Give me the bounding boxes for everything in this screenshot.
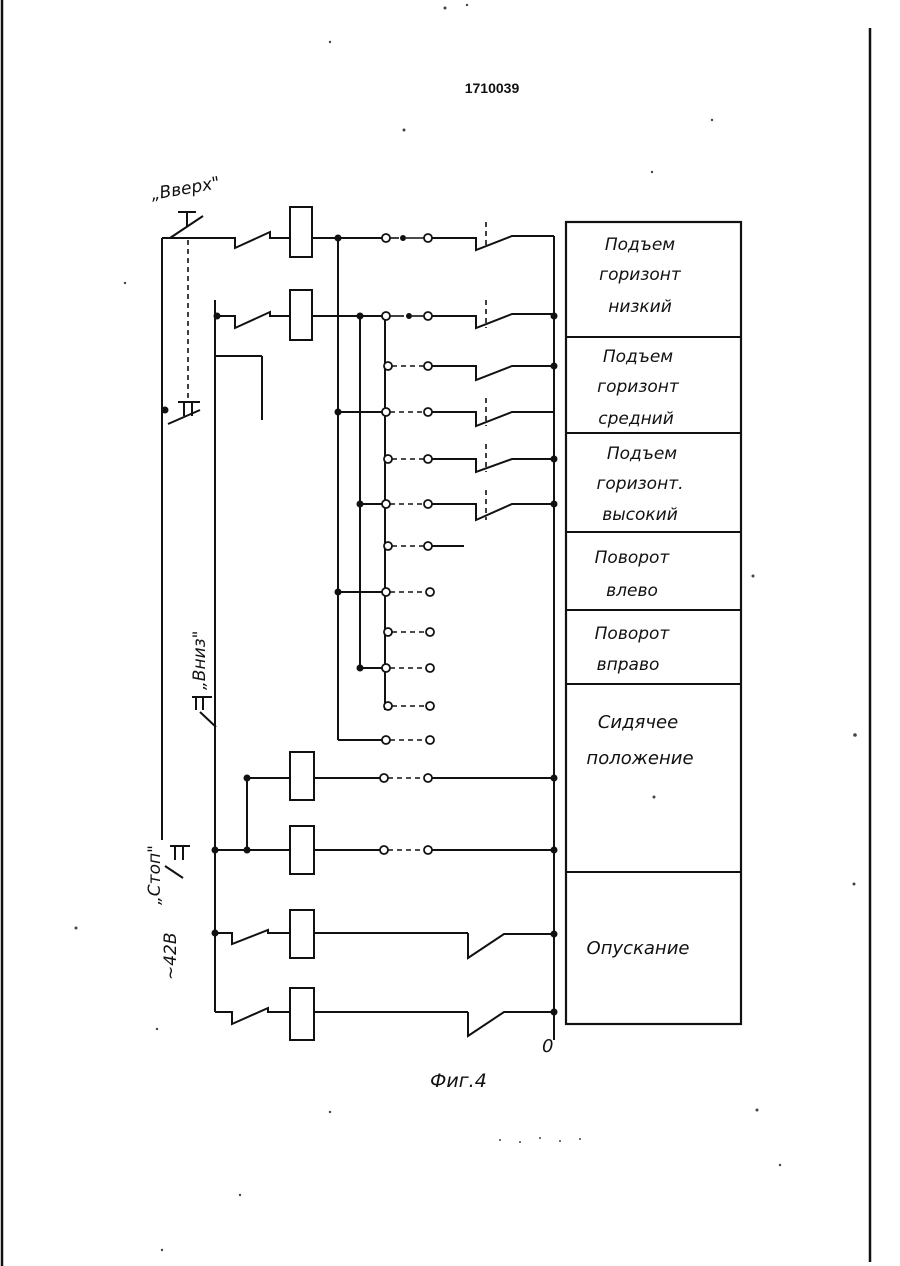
svg-text:Подъем: Подъем xyxy=(605,235,675,255)
circuit-row-1 xyxy=(205,207,554,257)
svg-text:Опускание: Опускание xyxy=(587,938,690,959)
mode-cell-low-lift: Подъем горизонт низкий xyxy=(599,235,682,317)
circuit-row-4 xyxy=(338,398,554,426)
lower-pushbutton-symbol xyxy=(168,402,200,424)
seated-row-1 xyxy=(247,752,554,800)
page-number: 1710039 xyxy=(465,80,520,96)
zero-terminal-label: 0 xyxy=(542,1036,553,1057)
mode-cell-mid-lift: Подъем горизонт средний xyxy=(597,347,680,429)
circuit-row-3 xyxy=(384,362,554,380)
svg-text:Поворот: Поворот xyxy=(595,548,671,568)
supply-rails xyxy=(162,236,554,1040)
svg-text:горизонт.: горизонт. xyxy=(596,474,683,494)
circuit-row-5 xyxy=(384,444,554,472)
mode-cell-turn-right: Поворот вправо xyxy=(595,624,671,675)
svg-text:влево: влево xyxy=(606,581,658,601)
down-pushbutton-symbol xyxy=(192,697,216,727)
svg-text:вправо: вправо xyxy=(597,655,660,675)
up-pushbutton-symbol xyxy=(170,212,203,400)
svg-text:низкий: низкий xyxy=(608,297,672,317)
stop-pushbutton-symbol xyxy=(165,846,190,878)
down-button-label: „Вниз" xyxy=(190,631,210,691)
svg-text:горизонт: горизонт xyxy=(599,265,682,285)
svg-text:высокий: высокий xyxy=(602,505,678,525)
mode-cell-high-lift: Подъем горизонт. высокий xyxy=(596,444,683,525)
svg-text:положение: положение xyxy=(586,748,693,769)
mode-table xyxy=(566,222,741,1024)
stop-button-label: „Стоп" xyxy=(145,845,165,905)
circuit-row-6 xyxy=(360,490,554,520)
circuit-row-7 xyxy=(384,542,464,550)
supply-voltage-label: ~42В xyxy=(161,932,181,980)
mode-cell-turn-left: Поворот влево xyxy=(595,548,671,601)
lowering-row-1 xyxy=(215,910,554,958)
svg-text:горизонт: горизонт xyxy=(597,377,680,397)
seated-row-2 xyxy=(215,826,554,874)
figure-caption: Фиг.4 xyxy=(430,1070,487,1092)
svg-text:Подъем: Подъем xyxy=(603,347,673,367)
mode-cell-lowering: Опускание xyxy=(587,938,690,959)
svg-text:Сидячее: Сидячее xyxy=(598,712,678,733)
svg-text:Поворот: Поворот xyxy=(595,624,671,644)
mode-cell-seated: Сидячее положение xyxy=(586,712,693,769)
up-button-label: „Вверх" xyxy=(149,173,221,205)
svg-text:средний: средний xyxy=(598,409,674,429)
lowering-row-2 xyxy=(215,988,554,1040)
svg-text:Подъем: Подъем xyxy=(607,444,677,464)
